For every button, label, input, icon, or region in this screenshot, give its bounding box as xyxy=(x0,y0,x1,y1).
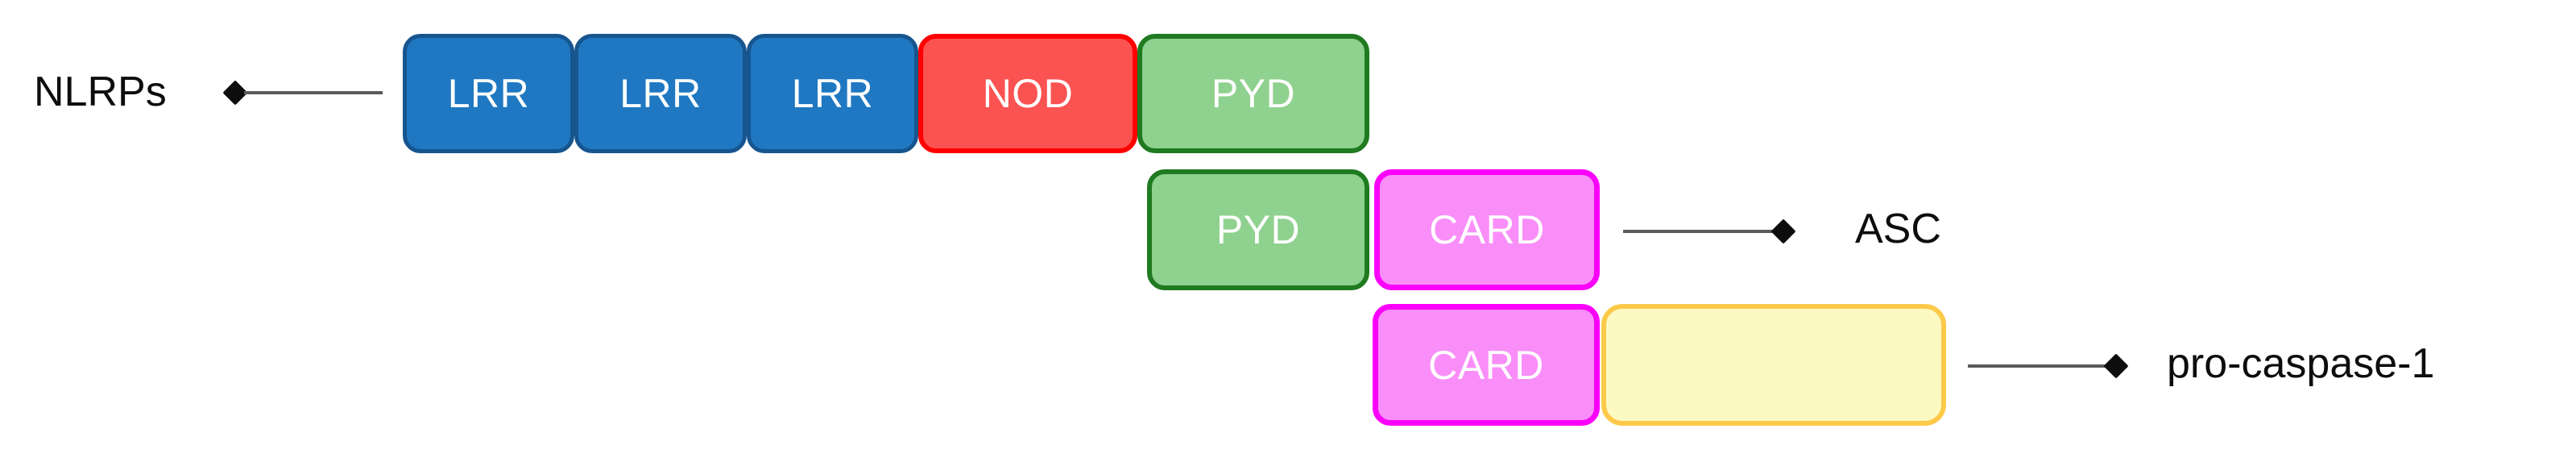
asc-connector-line xyxy=(1623,230,1776,233)
domain-caspase-catalytic-empty[interactable] xyxy=(1601,304,1946,426)
domain-lrr-1[interactable]: LRR xyxy=(403,34,574,153)
domain-pyd-asc[interactable]: PYD xyxy=(1147,169,1369,290)
domain-card-asc[interactable]: CARD xyxy=(1374,169,1600,290)
domain-lrr-3[interactable]: LRR xyxy=(747,34,918,153)
asc-connector-diamond xyxy=(1770,219,1796,244)
procaspase-connector-line xyxy=(1968,364,2113,368)
domain-nod[interactable]: NOD xyxy=(918,34,1137,153)
asc-label: ASC xyxy=(1855,206,1941,252)
procaspase-connector-diamond xyxy=(2103,353,2129,379)
nlrps-connector-line xyxy=(244,91,383,94)
domain-lrr-2[interactable]: LRR xyxy=(574,34,747,153)
domain-pyd-nlrp[interactable]: PYD xyxy=(1137,34,1369,153)
domain-card-procaspase[interactable]: CARD xyxy=(1373,304,1600,426)
pro-caspase-1-label: pro-caspase-1 xyxy=(2167,340,2435,387)
nlrps-label: NLRPs xyxy=(34,69,167,115)
